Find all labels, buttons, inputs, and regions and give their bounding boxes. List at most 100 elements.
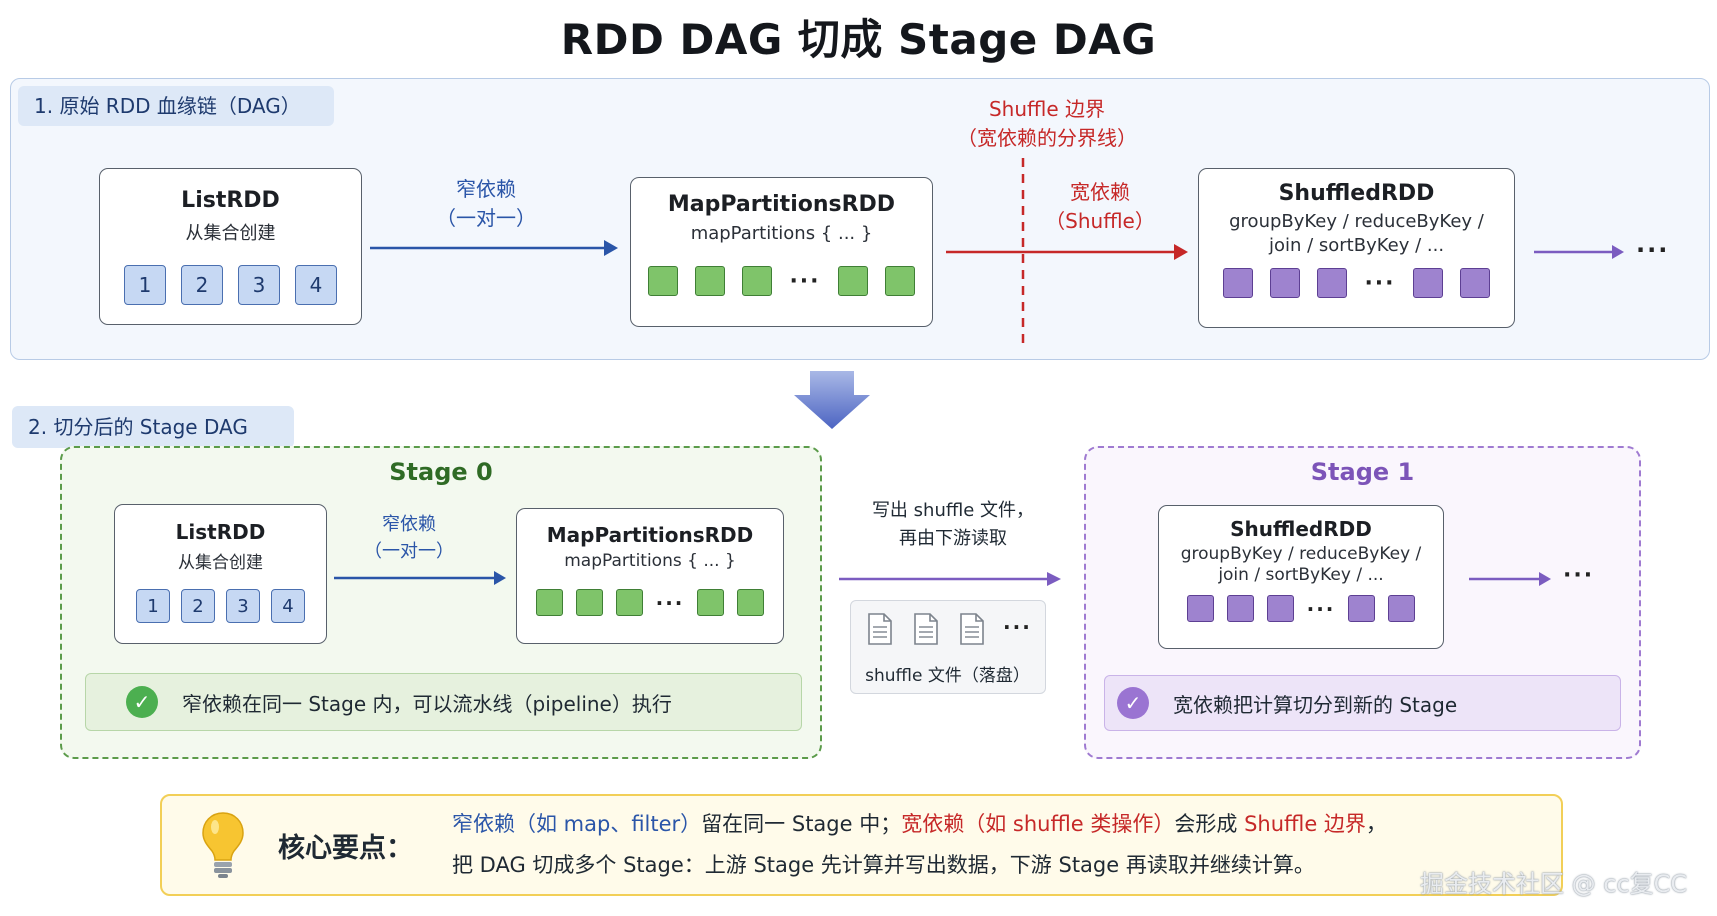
map-rdd-title: MapPartitionsRDD xyxy=(546,523,754,547)
shuffle-write-line: 再由下游读取 xyxy=(899,528,1007,549)
narrow-label-line: 窄依赖 xyxy=(382,514,436,535)
list-rdd-subtitle: 从集合创建 xyxy=(185,223,276,244)
shuffled-rdd-partitions: ··· xyxy=(1199,268,1514,298)
partition-block xyxy=(1266,595,1294,622)
partition-block xyxy=(695,266,726,296)
key-narrow-text: 窄依赖（如 map、filter） xyxy=(452,812,702,836)
list-rdd-node: ListRDD 从集合创建 1 2 3 4 xyxy=(99,168,362,325)
key-form-text: 会形成 xyxy=(1174,812,1238,836)
shuffled-rdd-subtitle-2: join / sortByKey / ... xyxy=(1218,565,1384,585)
partition-block xyxy=(1459,268,1490,298)
partition-block xyxy=(1270,268,1301,298)
narrow-dependency-arrow xyxy=(370,240,618,256)
map-rdd-subtitle: mapPartitions { ... } xyxy=(690,223,873,244)
wide-label-line: （Shuffle） xyxy=(1045,209,1155,233)
partition-block xyxy=(1226,595,1254,622)
key-end-text: ， xyxy=(1365,812,1387,836)
ellipsis: ··· xyxy=(1364,270,1396,296)
partition-block xyxy=(1317,268,1348,298)
partition-block xyxy=(1388,595,1416,622)
ellipsis: ··· xyxy=(1003,615,1032,639)
partition-block xyxy=(648,266,679,296)
check-circle-icon: ✓ xyxy=(1117,687,1149,719)
partition-block: 4 xyxy=(271,589,305,623)
bulb-icon xyxy=(202,812,244,878)
partition-block: 4 xyxy=(295,265,337,305)
partition-block: 3 xyxy=(238,265,280,305)
partition-block xyxy=(1223,268,1254,298)
partition-block: 3 xyxy=(226,589,260,623)
key-wide-text: 宽依赖（如 shuffle 类操作） xyxy=(901,812,1175,836)
file-icon xyxy=(960,613,984,645)
stage-1-title: Stage 1 xyxy=(1310,458,1415,486)
shuffle-write-line: 写出 shuffle 文件， xyxy=(871,500,1035,521)
watermark: 掘金技术社区 @ cc复CC xyxy=(1420,870,1688,898)
list-rdd-title: ListRDD xyxy=(175,520,266,544)
key-boundary-text: Shuffle 边界 xyxy=(1244,812,1366,836)
stage1-continue-ellipsis: ··· xyxy=(1563,563,1595,588)
ellipsis: ··· xyxy=(789,268,821,294)
section-1-label: 1. 原始 RDD 血缘链（DAG） xyxy=(18,86,334,126)
list-rdd-subtitle: 从集合创建 xyxy=(178,553,263,573)
stage0-map-partitions-rdd-node: MapPartitionsRDD mapPartitions { ... } ·… xyxy=(516,508,784,644)
shuffle-files-box: ··· shuffle 文件（落盘） xyxy=(850,600,1046,694)
key-points-box: 核心要点： 窄依赖（如 map、filter）留在同一 Stage 中；宽依赖（… xyxy=(160,794,1563,896)
partition-block xyxy=(615,589,643,616)
down-arrow-icon xyxy=(794,371,870,429)
ellipsis: ··· xyxy=(655,590,685,615)
narrow-label-line: （一对一） xyxy=(364,541,454,562)
stage1-continue-arrow xyxy=(1469,572,1551,586)
partition-block xyxy=(535,589,563,616)
stage1-note: ✓ 宽依赖把计算切分到新的 Stage xyxy=(1104,675,1621,731)
stage1-note-text: 宽依赖把计算切分到新的 Stage xyxy=(1173,692,1458,717)
key-points-heading: 核心要点： xyxy=(278,833,413,864)
continue-ellipsis: ··· xyxy=(1636,236,1670,264)
partition-block xyxy=(884,266,915,296)
partition-block: 2 xyxy=(181,589,215,623)
partition-block xyxy=(575,589,603,616)
shuffle-boundary-label: Shuffle 边界 （宽依赖的分界线） xyxy=(942,95,1152,153)
key-mid-text: 留在同一 Stage 中； xyxy=(701,812,902,836)
partition-block xyxy=(1348,595,1376,622)
shuffled-rdd-title: ShuffledRDD xyxy=(1230,517,1372,541)
file-icon xyxy=(868,613,892,645)
boundary-label-line: Shuffle 边界 xyxy=(988,97,1106,121)
boundary-label-line: （宽依赖的分界线） xyxy=(957,126,1137,150)
partition-block xyxy=(742,266,773,296)
shuffled-rdd-title: ShuffledRDD xyxy=(1278,181,1435,206)
stage0-narrow-arrow xyxy=(334,571,506,585)
narrow-label-line: （一对一） xyxy=(436,206,536,230)
narrow-label-line: 窄依赖 xyxy=(456,177,516,201)
key-points-line-2: 把 DAG 切成多个 Stage：上游 Stage 先计算并写出数据，下游 St… xyxy=(452,853,1315,877)
stage1-shuffled-rdd-node: ShuffledRDD groupByKey / reduceByKey / j… xyxy=(1158,505,1444,649)
list-rdd-partitions: 1 2 3 4 xyxy=(115,589,326,623)
continue-arrow xyxy=(1534,245,1624,259)
shuffled-rdd-partitions: ··· xyxy=(1159,595,1443,622)
map-rdd-title: MapPartitionsRDD xyxy=(667,192,896,217)
partition-block: 2 xyxy=(181,265,223,305)
key-points-line-1: 窄依赖（如 map、filter）留在同一 Stage 中；宽依赖（如 shuf… xyxy=(452,808,1387,838)
page-title: RDD DAG 切成 Stage DAG xyxy=(560,15,1157,64)
map-rdd-subtitle: mapPartitions { ... } xyxy=(564,551,736,571)
shuffled-rdd-subtitle-1: groupByKey / reduceByKey / xyxy=(1180,544,1422,564)
ellipsis: ··· xyxy=(1306,596,1336,621)
partition-block xyxy=(697,589,725,616)
shuffle-files-label: shuffle 文件（落盘） xyxy=(865,666,1030,686)
partition-block: 1 xyxy=(124,265,166,305)
wide-label-line: 宽依赖 xyxy=(1070,180,1130,204)
shuffle-write-label: 写出 shuffle 文件， 再由下游读取 xyxy=(848,497,1058,553)
partition-block xyxy=(837,266,868,296)
file-icon xyxy=(914,613,938,645)
shuffle-write-arrow xyxy=(839,572,1061,586)
map-rdd-partitions: ··· xyxy=(517,589,783,616)
shuffled-rdd-node: ShuffledRDD groupByKey / reduceByKey / j… xyxy=(1198,168,1515,328)
partition-block xyxy=(737,589,765,616)
map-rdd-partitions: ··· xyxy=(631,266,932,296)
check-circle-icon: ✓ xyxy=(126,686,158,718)
shuffled-rdd-subtitle-1: groupByKey / reduceByKey / xyxy=(1229,211,1484,232)
partition-block xyxy=(1186,595,1214,622)
stage0-note: ✓ 窄依赖在同一 Stage 内，可以流水线（pipeline）执行 xyxy=(85,673,802,731)
stage0-list-rdd-node: ListRDD 从集合创建 1 2 3 4 xyxy=(114,504,327,644)
stage0-note-text: 窄依赖在同一 Stage 内，可以流水线（pipeline）执行 xyxy=(182,691,672,716)
partition-block: 1 xyxy=(136,589,170,623)
